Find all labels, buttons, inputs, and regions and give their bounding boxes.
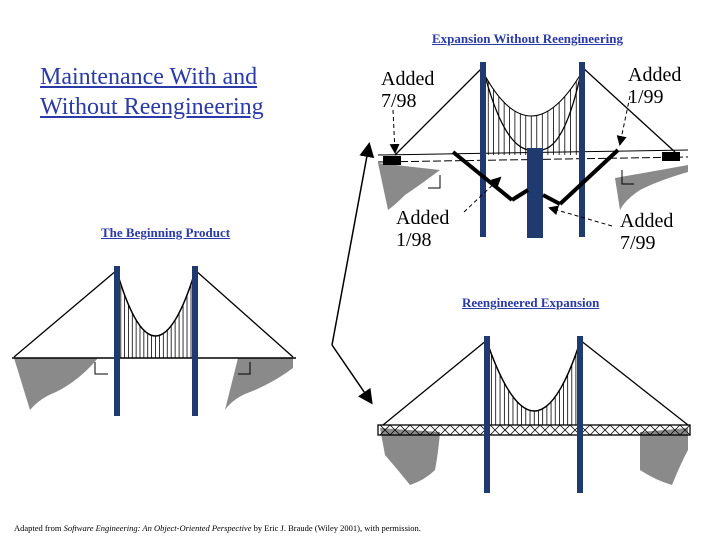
right-bank-3: [640, 428, 688, 485]
beginning-bridge: [12, 266, 296, 416]
caption-beginning-product: The Beginning Product: [101, 225, 231, 240]
left-bank: [14, 358, 98, 410]
reengineered-bridge: [377, 336, 691, 493]
caption-expansion-without-reengineering: Expansion Without Reengineering: [432, 31, 623, 46]
label-added-1-98: Added 1/98: [396, 207, 450, 251]
right-bank-2: [615, 165, 688, 210]
right-bank: [225, 358, 293, 410]
credit-book-title: Software Engineering: An Object-Oriented…: [63, 523, 252, 533]
label-added-7-99: Added 7/99: [620, 210, 674, 254]
label-added-1-99: Added 1/99: [628, 64, 682, 108]
expansion-without-bridge: [377, 62, 689, 238]
left-bank-2: [378, 163, 440, 210]
caption-reengineered-expansion: Reengineered Expansion: [462, 295, 600, 310]
label-added-7-98: Added 7/98: [381, 68, 435, 112]
credit-prefix: Adapted from: [14, 523, 64, 533]
left-bank-3: [380, 428, 440, 485]
credit-suffix: by Eric J. Braude (Wiley 2001), with per…: [251, 523, 421, 533]
page-title: Maintenance With and Without Reengineeri…: [40, 64, 264, 120]
credit-line: Adapted from Software Engineering: An Ob…: [14, 523, 421, 533]
